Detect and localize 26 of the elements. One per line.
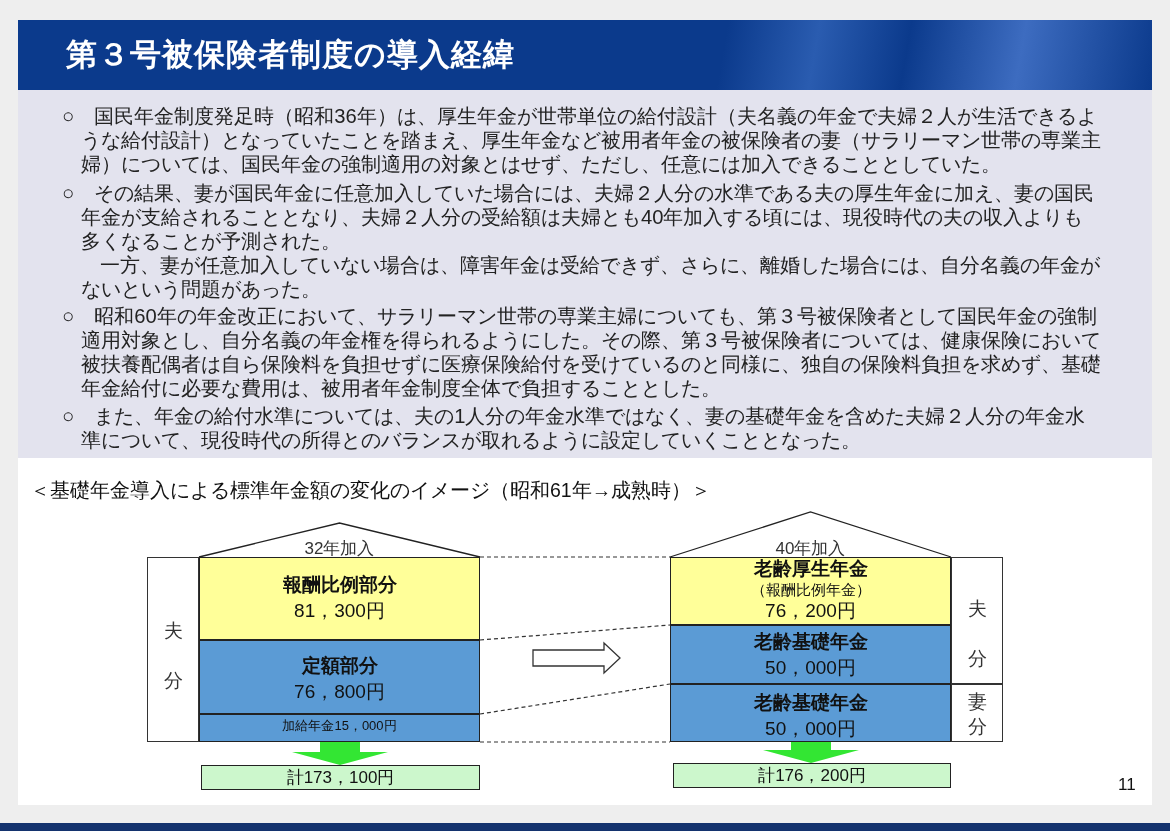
dashed-guide-line <box>479 741 671 743</box>
subheading: ＜基礎年金導入による標準年金額の変化のイメージ（昭和61年→成熟時）＞ <box>30 478 713 503</box>
side-box: 妻分 <box>951 684 1003 742</box>
dashed-guide-line <box>479 556 671 558</box>
dashed-guide-line <box>479 624 671 641</box>
block-arrow <box>532 641 621 675</box>
paragraph: ○ その結果、妻が国民年金に任意加入していた場合には、夫婦２人分の水準である夫の厚生年金に加え、妻の国民年金が支給されることとなり、夫婦２人分の受給額は夫婦とも40年加入する頃には、現役時代の夫の収入よりも多くなることが予測された。 <box>62 181 1096 253</box>
dashed-guide-line <box>479 683 671 715</box>
paragraph: ○ 国民年金制度発足時（昭和36年）は、厚生年金が世帯単位の給付設計（夫名義の年金で夫婦２人が生活できるような給付設計）となっていたことを踏まえ、厚生年金など被用者年金の被保険者の妻（サラリーマン世帯の専業主婦）については、国民年金の強制適用の対象とはせず、ただし、任意には加入できることとしていた。 <box>62 104 1102 176</box>
amount-box: 老齢基礎年金 50，000円 <box>670 625 951 684</box>
block-arrow <box>292 742 388 765</box>
amount-box: 老齢基礎年金 50，000円 <box>670 684 951 742</box>
amount-box: 加給年金15，000円 <box>199 714 480 742</box>
paragraph: ○ 昭和60年の年金改正において、サラリーマン世帯の専業主婦についても、第３号被保険者として国民年金の強制適用対象とし、自分名義の年金権を得られるようにした。その際、第３号被保険者については、健康保険において被扶養配偶者は自ら保険料を負担せずに医療保険給付を受けているのと同様に、独自の保険料負担を求めず、基礎年金給付に必要な費用は、被用者年金制度全体で負担することとした。 <box>62 304 1102 400</box>
amount-box: 定額部分 76，800円 <box>199 640 480 714</box>
title: 第３号被保険者制度の導入経緯 <box>66 36 515 74</box>
paragraph: 一方、妻が任意加入していない場合は、障害年金は受給できず、さらに、離婚した場合には、自分名義の年金がないという問題があった。 <box>80 253 1101 301</box>
side-box: 夫分 <box>951 557 1003 684</box>
amount-box: 計176，200円 <box>673 763 951 788</box>
side-box: 夫分 <box>147 557 199 742</box>
page-number: 11 <box>1118 775 1137 795</box>
paragraph: ○ また、年金の給付水準については、夫の1人分の年金水準ではなく、妻の基礎年金を含めた夫婦２人分の年金水準について、現役時代の所得とのバランスが取れるように設定していくこととなった。 <box>62 404 1087 452</box>
amount-box: 計173，100円 <box>201 765 480 790</box>
amount-box: 報酬比例部分 81，300円 <box>199 557 480 640</box>
amount-box: 老齢厚生年金 （報酬比例年金） 76，200円 <box>670 557 951 625</box>
block-arrow <box>763 742 859 763</box>
